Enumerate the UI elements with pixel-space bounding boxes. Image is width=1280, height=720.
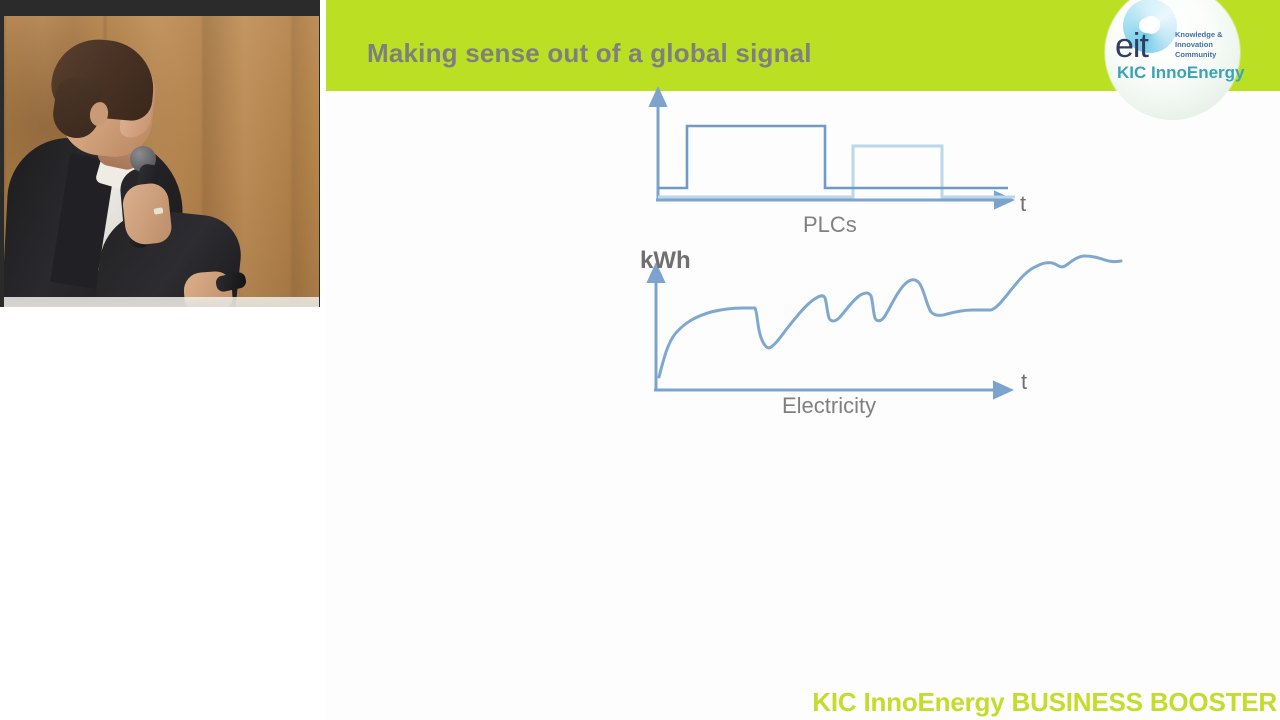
charts-svg [646, 86, 1123, 400]
eit-tagline: Knowledge & Innovation Community [1175, 30, 1223, 59]
presenter-video-panel[interactable] [0, 0, 320, 307]
electricity-x-axis-label: t [1021, 369, 1028, 394]
electricity-chart-caption: Electricity [782, 393, 877, 418]
plc-chart [648, 86, 1015, 210]
presenter-figure [4, 16, 319, 307]
presenter-video-frame [4, 16, 319, 307]
eit-wordmark: eit [1115, 27, 1149, 65]
plc-signal-a-wave [658, 124, 1008, 190]
slide-content: Making sense out of a global signal eit … [325, 0, 1280, 720]
page-title: Making sense out of a global signal [367, 38, 812, 68]
plc-chart-caption: PLCs [803, 212, 857, 237]
plc-signal-b-wave [658, 144, 1015, 199]
hand-holding-microphone [120, 181, 174, 247]
slide-footer: KIC InnoEnergy BUSINESS BOOSTER [812, 687, 1277, 717]
electricity-y-axis-label: kWh [640, 247, 691, 274]
charts-area: t PLCs kWh t Electricity [325, 0, 1280, 460]
electricity-consumption-curve [657, 254, 1123, 379]
eit-dot-icon [1139, 18, 1154, 33]
electricity-chart [646, 254, 1123, 400]
kic-innoenergy-wordmark: KIC InnoEnergy [1117, 63, 1245, 82]
floor-edge [4, 297, 319, 307]
plc-x-axis-label: t [1020, 191, 1027, 216]
kic-innoenergy-logo: eit Knowledge & Innovation Community KIC… [1105, 0, 1245, 120]
